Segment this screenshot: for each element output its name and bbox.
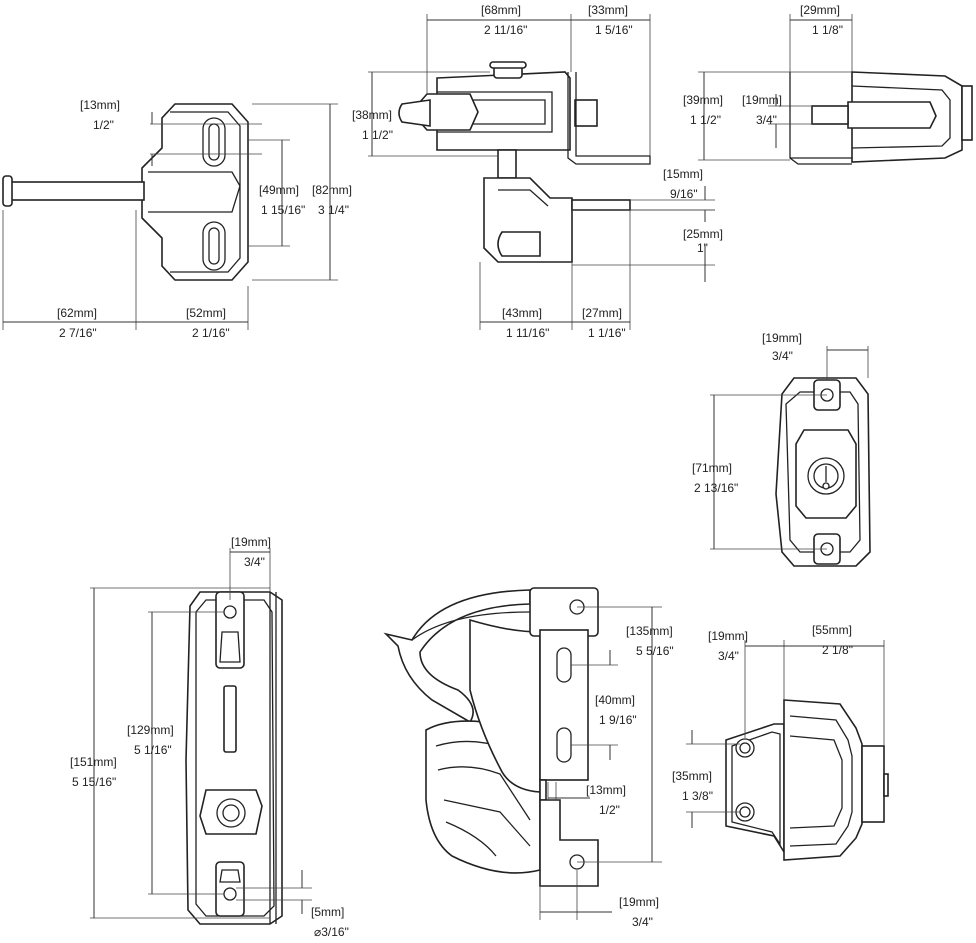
dim-25-inch: 1" — [697, 241, 708, 255]
dim-19a-mm: [19mm] — [742, 93, 782, 107]
dim-49-inch: 1 15/16" — [261, 203, 305, 217]
dim-15-mm: [15mm] — [663, 167, 703, 181]
dim-5-mm: [5mm] — [311, 905, 344, 919]
dim-39-inch: 1 1/2" — [690, 113, 721, 127]
dim-43-inch: 1 11/16" — [506, 326, 549, 340]
dim-33-inch: 1 5/16" — [595, 23, 633, 37]
dimension-lines-view6 — [539, 606, 662, 920]
dim-62-mm: [62mm] — [57, 306, 97, 320]
dim-25-mm: [25mm] — [683, 227, 723, 241]
dim-19c-mm: [19mm] — [231, 535, 271, 549]
dim-82-inch: 3 1/4" — [318, 203, 349, 217]
dim-27-mm: [27mm] — [582, 306, 622, 320]
dim-62-inch: 2 7/16" — [59, 326, 97, 340]
dim-19a-inch: 3/4" — [756, 113, 777, 127]
dim-15-inch: 9/16" — [670, 187, 698, 201]
dim-27-inch: 1 1/16" — [588, 326, 626, 340]
dim-35-mm: [35mm] — [672, 769, 712, 783]
dimension-lines-view3 — [698, 14, 853, 161]
view-latch-side-mount — [725, 699, 889, 861]
dim-71-inch: 2 13/16" — [694, 481, 738, 495]
dim-13-inch: 1/2" — [93, 118, 114, 132]
dimension-lines-view7 — [686, 640, 885, 828]
dim-55-mm: [55mm] — [812, 623, 852, 637]
view-long-latch-front — [185, 591, 283, 925]
view-latch-front — [775, 377, 871, 567]
dim-52-mm: [52mm] — [186, 306, 226, 320]
dim-29-inch: 1 1/8" — [812, 23, 843, 37]
dim-13b-inch: 1/2" — [599, 803, 620, 817]
dimension-lines-view2 — [368, 14, 715, 330]
dim-68-mm: [68mm] — [481, 3, 521, 17]
dim-49-mm: [49mm] — [259, 183, 299, 197]
dim-43-mm: [43mm] — [502, 306, 542, 320]
dim-55-inch: 2 1/8" — [822, 643, 853, 657]
dim-38-mm: [38mm] — [352, 108, 392, 122]
dim-19d-inch: 3/4" — [632, 915, 653, 929]
dim-135-mm: [135mm] — [626, 624, 673, 638]
dim-52-inch: 2 1/16" — [192, 326, 230, 340]
dim-19b-inch: 3/4" — [772, 349, 793, 363]
dimension-lines-view1 — [2, 103, 338, 330]
dim-19b-mm: [19mm] — [762, 331, 802, 345]
dim-19c-inch: 3/4" — [244, 555, 265, 569]
dim-33-mm: [33mm] — [588, 3, 628, 17]
dim-19e-mm: [19mm] — [708, 629, 748, 643]
dim-35-inch: 1 3/8" — [682, 789, 713, 803]
dim-71-mm: [71mm] — [692, 461, 732, 475]
dim-40-inch: 1 9/16" — [599, 713, 637, 727]
dim-40-mm: [40mm] — [595, 693, 635, 707]
dim-29-mm: [29mm] — [800, 3, 840, 17]
dim-129-mm: [129mm] — [127, 723, 174, 737]
dim-19e-inch: 3/4" — [718, 649, 739, 663]
dim-5-inch: ⌀3/16" — [314, 925, 349, 939]
dim-39-mm: [39mm] — [683, 93, 723, 107]
dim-82-mm: [82mm] — [312, 183, 352, 197]
dim-135-inch: 5 5/16" — [636, 644, 674, 658]
view-handle-side — [2, 103, 249, 281]
dim-19d-mm: [19mm] — [619, 895, 659, 909]
dim-68-inch: 2 11/16" — [484, 23, 527, 37]
view-top-section — [398, 61, 651, 263]
dim-38-inch: 1 1/2" — [362, 128, 393, 142]
dimension-lines-view4 — [710, 346, 869, 550]
dimension-lines-view5 — [90, 548, 312, 919]
dim-13-mm: [13mm] — [80, 98, 120, 112]
dim-129-inch: 5 1/16" — [134, 743, 172, 757]
view-latch-assembly — [383, 587, 599, 887]
dim-151-inch: 5 15/16" — [72, 775, 116, 789]
dim-151-mm: [151mm] — [70, 755, 117, 769]
view-latch-side — [789, 71, 973, 165]
dim-13b-mm: [13mm] — [586, 783, 626, 797]
